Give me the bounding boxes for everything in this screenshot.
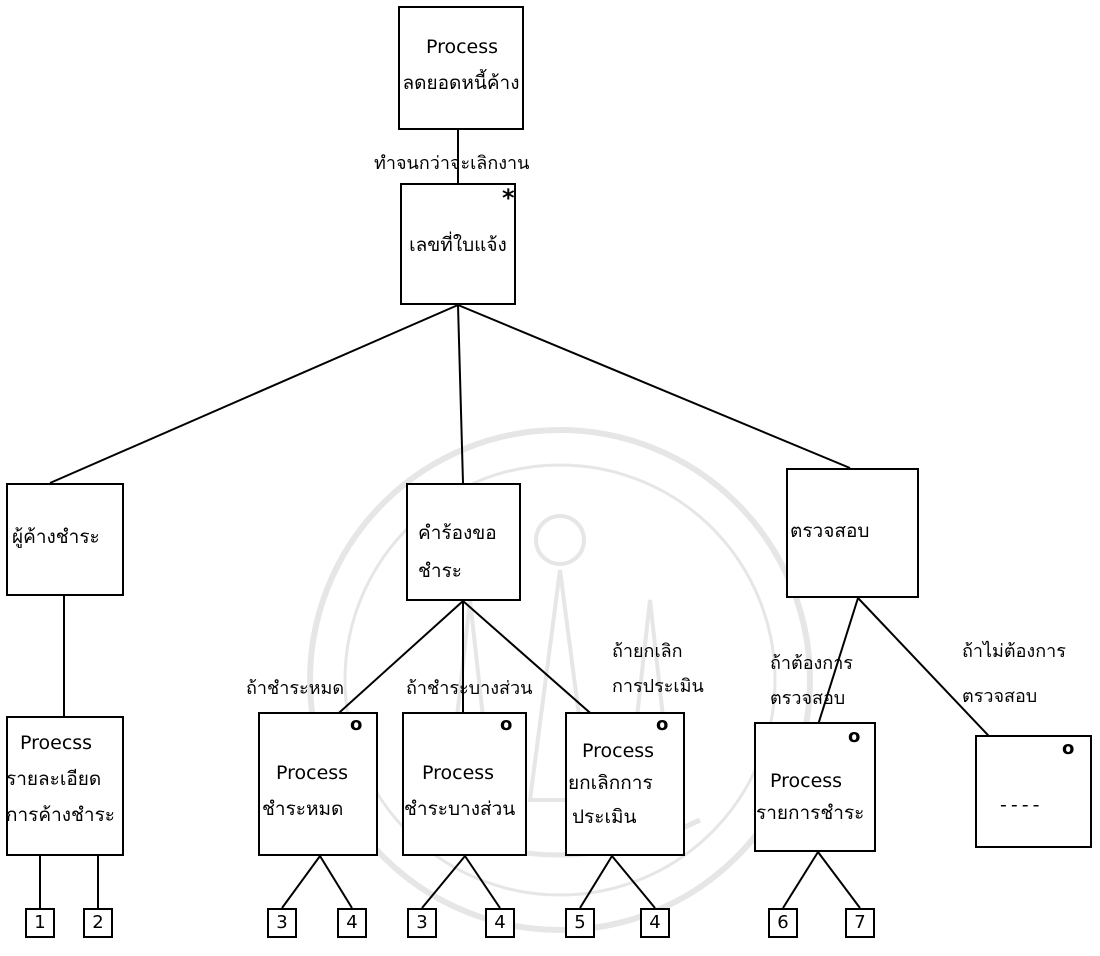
condition-full: ถ้าชำระหมด [246,678,345,699]
no-check-marker: o [1062,738,1075,759]
cancel-assessment-marker: o [656,714,669,735]
condition-want-2: ตรวจสอบ [770,688,846,709]
condition-not-want-1: ถ้าไม่ต้องการ [962,641,1066,662]
edge-iteration-debtor [49,304,459,484]
iteration-box [400,183,516,305]
request-label-2: ชำระ [418,560,462,582]
iteration-label: เลขที่ใบแจ้ง [409,234,507,256]
edge-leaf-4b [464,855,501,909]
root-subtitle: ลดยอดหนี้ค้าง [402,72,520,94]
debtor-detail-line2: รายละเอียด [6,768,102,790]
root-process-box [398,6,524,130]
partial-payment-line2: ชำระบางส่วน [404,798,516,820]
edge-leaf-6 [782,851,819,909]
leaf-4b: 4 [485,908,515,938]
leaf-3b: 3 [407,908,437,938]
no-check-label: ---- [1000,794,1044,816]
leaf-2: 2 [83,908,113,938]
leaf-4c: 4 [640,908,670,938]
debtor-detail-box [6,716,124,856]
leaf-1: 1 [25,908,55,938]
leaf-7: 7 [845,908,875,938]
leaf-4a: 4 [337,908,367,938]
condition-not-want-2: ตรวจสอบ [962,686,1038,707]
edge-iteration-request [457,304,464,484]
edge-leaf-7 [817,851,861,909]
request-box [406,483,521,601]
leaf-5: 5 [565,908,595,938]
root-title: Process [425,36,499,58]
payment-items-box [754,722,876,852]
edge-iteration-check [457,304,851,469]
iteration-marker: * [502,184,515,212]
leaf-3a: 3 [267,908,297,938]
payment-items-line2: รายการชำระ [756,802,865,824]
cancel-assessment-line2: ยกเลิกการ [568,772,653,794]
edge-leaf-4a [319,855,353,909]
full-payment-line1: Process [276,762,349,784]
edge-leaf-5 [579,855,613,909]
debtor-label: ผู้ค้างชำระ [12,526,100,548]
seal-watermark [307,427,813,933]
check-box [786,468,919,598]
no-check-box [975,735,1092,848]
payment-items-line1: Process [770,770,843,792]
check-label: ตรวจสอบ [790,520,870,542]
request-label-1: คำร้องขอ [418,522,497,544]
cancel-assessment-line3: ประเมิน [572,806,637,828]
debtor-box [6,483,124,596]
partial-payment-box [402,712,527,856]
full-payment-marker: o [350,714,363,735]
edge-leaf-3a [281,855,321,909]
condition-cancel-2: การประเมิน [612,676,704,697]
payment-items-marker: o [848,726,861,747]
condition-cancel-1: ถ้ายกเลิก [612,641,683,662]
edge-leaf-4c [611,855,656,909]
condition-want-1: ถ้าต้องการ [770,653,853,674]
cancel-assessment-line1: Process [582,740,655,762]
condition-partial: ถ้าชำระบางส่วน [406,678,533,699]
edge-leaf-3b [421,855,466,909]
debtor-detail-line1: Proecss [20,732,93,754]
partial-payment-line1: Process [422,762,495,784]
partial-payment-marker: o [500,714,513,735]
debtor-detail-line3: การค้างชำระ [6,804,116,826]
full-payment-box [258,712,378,856]
root-edge-label: ทำจนกว่าจะเลิกงาน [374,153,530,174]
leaf-6: 6 [768,908,798,938]
cancel-assessment-box [565,712,685,856]
full-payment-line2: ชำระหมด [262,798,344,820]
